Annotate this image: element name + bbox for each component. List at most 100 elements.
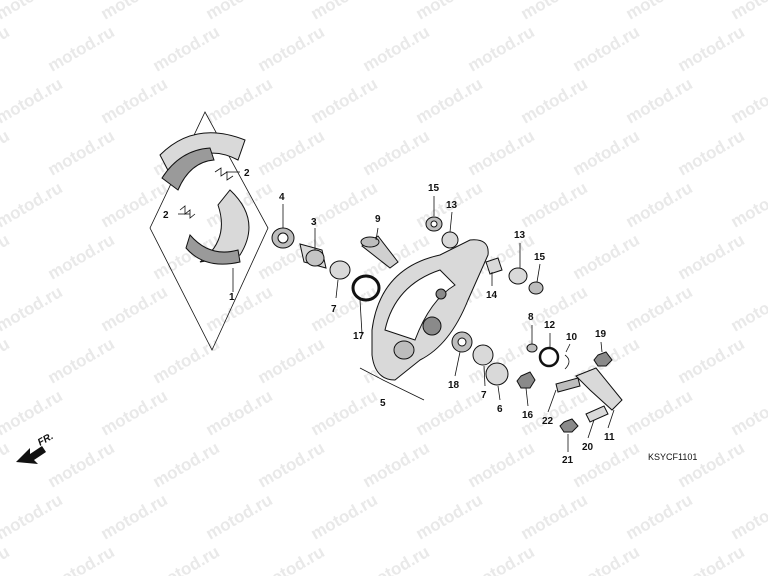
callout-2-upper: 2 (244, 168, 250, 179)
callout-21: 21 (562, 455, 574, 466)
watermark-text: motod.ru (675, 230, 748, 283)
part-17-oring (351, 274, 381, 302)
watermark-text: motod.ru (308, 74, 381, 127)
callout-labels: 1 2 2 3 4 5 6 7 7 8 9 10 11 12 13 13 14 … (163, 168, 615, 466)
callout-20: 20 (582, 442, 594, 453)
watermark-text: motod.ru (360, 438, 433, 491)
watermark-text: motod.ru (98, 386, 171, 439)
watermark-text: motod.ru (623, 0, 696, 23)
watermark-text: motod.ru (150, 334, 223, 387)
watermark-text: motod.ru (308, 0, 381, 23)
watermark-text: motod.ru (0, 74, 66, 127)
watermark-text: motod.ru (728, 386, 768, 439)
watermark-text: motod.ru (623, 178, 696, 231)
watermark-text: motod.ru (413, 386, 486, 439)
callout-9: 9 (375, 214, 381, 225)
watermark-text: motod.ru (0, 490, 66, 543)
watermark-text: motod.ru (465, 126, 538, 179)
leader-lines (178, 171, 615, 452)
watermark-text: motod.ru (623, 386, 696, 439)
part-20-pin (585, 405, 609, 423)
watermark-text: motod.ru (413, 0, 486, 23)
watermark-text: motod.ru (728, 0, 768, 23)
part-16-nut (516, 371, 536, 389)
callout-1: 1 (229, 292, 235, 303)
watermark-text: motod.ru (465, 22, 538, 75)
watermark-text: motod.ru (518, 178, 591, 231)
watermark-text: motod.ru (728, 490, 768, 543)
watermark-text: motod.ru (255, 126, 328, 179)
watermark-text: motod.ru (465, 438, 538, 491)
callout-17: 17 (353, 331, 365, 342)
watermark-text: motod.ru (0, 386, 66, 439)
watermark-text: motod.ru (0, 22, 13, 75)
callout-11: 11 (604, 432, 615, 443)
watermark-text: motod.ru (203, 490, 276, 543)
watermark-text: motod.ru (623, 490, 696, 543)
watermark-text: motod.ru (413, 74, 486, 127)
watermark-text: motod.ru (308, 386, 381, 439)
part-19-nut (593, 351, 613, 367)
watermark-text: motod.ru (308, 490, 381, 543)
callout-6: 6 (497, 404, 503, 415)
watermark-text: motod.ru (728, 74, 768, 127)
watermark-text: motod.ru (728, 282, 768, 335)
watermark-text: motod.ru (0, 0, 66, 23)
watermark-text: motod.ru (570, 438, 643, 491)
watermark-text: motod.ru (360, 542, 433, 576)
watermark-text: motod.ru (360, 126, 433, 179)
watermark-text: motod.ru (308, 282, 381, 335)
watermark-text: motod.ru (360, 22, 433, 75)
watermark-text: motod.ru (150, 542, 223, 576)
watermark-text: motod.ru (623, 74, 696, 127)
watermark-text: motod.ru (570, 230, 643, 283)
callout-13-right: 13 (514, 230, 526, 241)
callout-22: 22 (542, 416, 554, 427)
callout-3: 3 (311, 217, 317, 228)
callout-8: 8 (528, 312, 534, 323)
part-13-bushing-top (441, 231, 459, 249)
watermark-text: motod.ru (413, 490, 486, 543)
part-7-collar-lower (472, 344, 494, 366)
part-10-clip (564, 354, 570, 370)
callout-7-upper: 7 (331, 304, 337, 315)
part-15-washer-top (425, 216, 443, 232)
callout-19: 19 (595, 329, 607, 340)
part-14-collar (485, 257, 503, 275)
part-8-washer (526, 343, 538, 353)
callout-15-top: 15 (428, 183, 440, 194)
part-5-swing-arm (371, 239, 489, 381)
watermark-text: motod.ru (150, 22, 223, 75)
part-13-bushing-right (508, 267, 528, 285)
watermark-text: motod.ru (98, 178, 171, 231)
front-direction-label: FR. (36, 431, 55, 449)
watermark-text: motod.ru (0, 438, 13, 491)
part-18-seal (451, 331, 473, 353)
part-9-bolt (360, 235, 399, 269)
part-3-pivot (299, 243, 327, 269)
watermark-text: motod.ru (675, 126, 748, 179)
watermark-text: motod.ru (0, 542, 13, 576)
part-21-nut (559, 418, 579, 433)
callout-12: 12 (544, 320, 556, 331)
watermark-text: motod.ru (255, 334, 328, 387)
watermark-text: motod.ru (98, 282, 171, 335)
watermark-text: motod.ru (203, 74, 276, 127)
part-4-seal (271, 227, 295, 249)
callout-4: 4 (279, 192, 285, 203)
diagram-code: KSYCF1101 (648, 452, 697, 462)
part-11-arm (575, 367, 623, 411)
watermark-text: motod.ru (45, 438, 118, 491)
watermark-text: motod.ru (45, 334, 118, 387)
part-15-washer-right (528, 281, 544, 295)
watermark-text: motod.ru (570, 542, 643, 576)
watermark-text: motod.ru (203, 0, 276, 23)
watermark-text: motod.ru (255, 542, 328, 576)
watermark-text: motod.ru (0, 282, 66, 335)
callout-18: 18 (448, 380, 460, 391)
watermark-text: motod.ru (728, 178, 768, 231)
watermark-text: motod.ru (518, 74, 591, 127)
part-7-collar (329, 260, 351, 280)
